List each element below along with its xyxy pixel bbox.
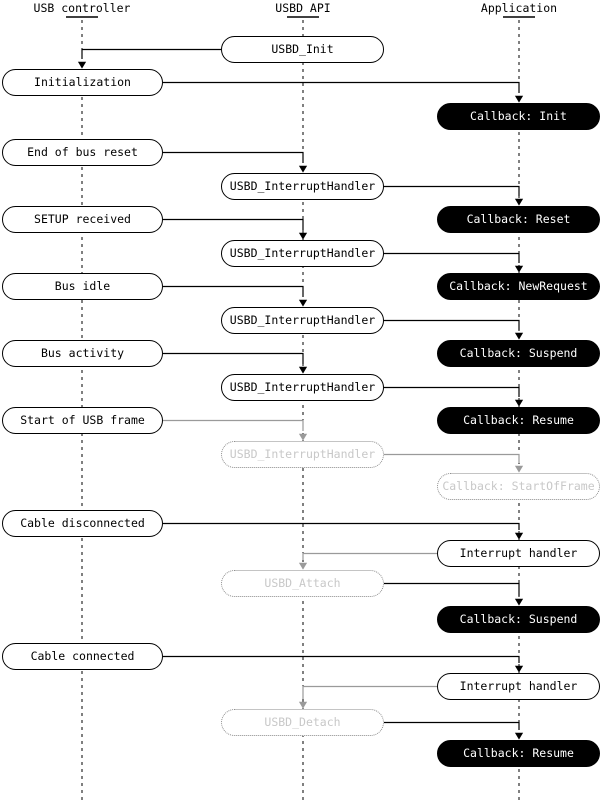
arrowhead-c7 — [298, 299, 308, 307]
node-start-of-usb-frame: Start of USB frame — [2, 407, 163, 434]
column-header-application: Application — [480, 1, 558, 15]
connector-c4 — [384, 185, 524, 206]
node-usbd-init: USBD_Init — [221, 36, 384, 63]
node-usbd-detach: USBD_Detach — [221, 709, 384, 736]
arrowhead-c13 — [514, 532, 524, 540]
node-irq-handler-4: USBD_InterruptHandler — [221, 374, 384, 401]
connector-c14 — [298, 552, 437, 570]
node-irq-handler-3: USBD_InterruptHandler — [221, 307, 384, 334]
node-callback-resume-1: Callback: Resume — [437, 407, 600, 434]
node-interrupt-handler-1: Interrupt handler — [437, 540, 600, 567]
arrowhead-c10 — [514, 399, 524, 407]
connector-c6 — [384, 252, 524, 273]
connectors-group — [77, 48, 524, 740]
arrowhead-c5 — [298, 232, 308, 240]
connector-c17 — [298, 685, 437, 709]
node-callback-suspend-2: Callback: Suspend — [437, 606, 600, 633]
node-callback-suspend-1: Callback: Suspend — [437, 340, 600, 367]
node-bus-activity: Bus activity — [2, 340, 163, 367]
connector-c3 — [163, 151, 308, 173]
arrowhead-c11 — [298, 433, 308, 441]
arrowhead-c16 — [514, 665, 524, 673]
node-interrupt-handler-2: Interrupt handler — [437, 673, 600, 700]
connector-c1 — [77, 48, 221, 69]
arrowhead-c8 — [514, 332, 524, 340]
node-end-of-bus-reset: End of bus reset — [2, 139, 163, 166]
node-usbd-attach: USBD_Attach — [221, 570, 384, 597]
connector-c13 — [163, 522, 524, 540]
connector-c8 — [384, 319, 524, 340]
arrowhead-c6 — [514, 265, 524, 273]
node-irq-handler-1: USBD_InterruptHandler — [221, 173, 384, 200]
node-initialization: Initialization — [2, 69, 163, 96]
node-callback-newrequest: Callback: NewRequest — [437, 273, 600, 300]
connector-c16 — [163, 655, 524, 673]
node-cable-connected: Cable connected — [2, 643, 163, 670]
node-callback-reset: Callback: Reset — [437, 206, 600, 233]
arrowhead-c9 — [298, 366, 308, 374]
connector-c10 — [384, 386, 524, 407]
connector-c7 — [163, 285, 308, 307]
connector-c15 — [384, 582, 524, 606]
arrowhead-c17 — [298, 701, 308, 709]
arrowhead-c14 — [298, 562, 308, 570]
arrowhead-c3 — [298, 165, 308, 173]
connector-c9 — [163, 352, 308, 374]
node-irq-handler-2: USBD_InterruptHandler — [221, 240, 384, 267]
connector-c5 — [163, 218, 308, 240]
node-bus-idle: Bus idle — [2, 273, 163, 300]
arrowhead-c4 — [514, 198, 524, 206]
arrowhead-c1 — [77, 61, 87, 69]
node-callback-init: Callback: Init — [437, 103, 600, 130]
column-header-usb-controller: USB controller — [33, 1, 131, 15]
node-setup-received: SETUP received — [2, 206, 163, 233]
connector-c12 — [384, 453, 524, 473]
node-callback-resume-2: Callback: Resume — [437, 740, 600, 767]
connector-c11 — [163, 419, 308, 441]
connector-c2 — [163, 81, 524, 103]
arrowhead-c2 — [514, 95, 524, 103]
node-cable-disconnected: Cable disconnected — [2, 510, 163, 537]
node-callback-startofframe: Callback: StartOfFrame — [437, 473, 600, 500]
column-header-usbd-api: USBD API — [275, 1, 331, 15]
arrowhead-c15 — [514, 598, 524, 606]
arrowhead-c12 — [514, 465, 524, 473]
connector-c18 — [384, 721, 524, 740]
arrowhead-c18 — [514, 732, 524, 740]
node-irq-handler-5: USBD_InterruptHandler — [221, 441, 384, 468]
